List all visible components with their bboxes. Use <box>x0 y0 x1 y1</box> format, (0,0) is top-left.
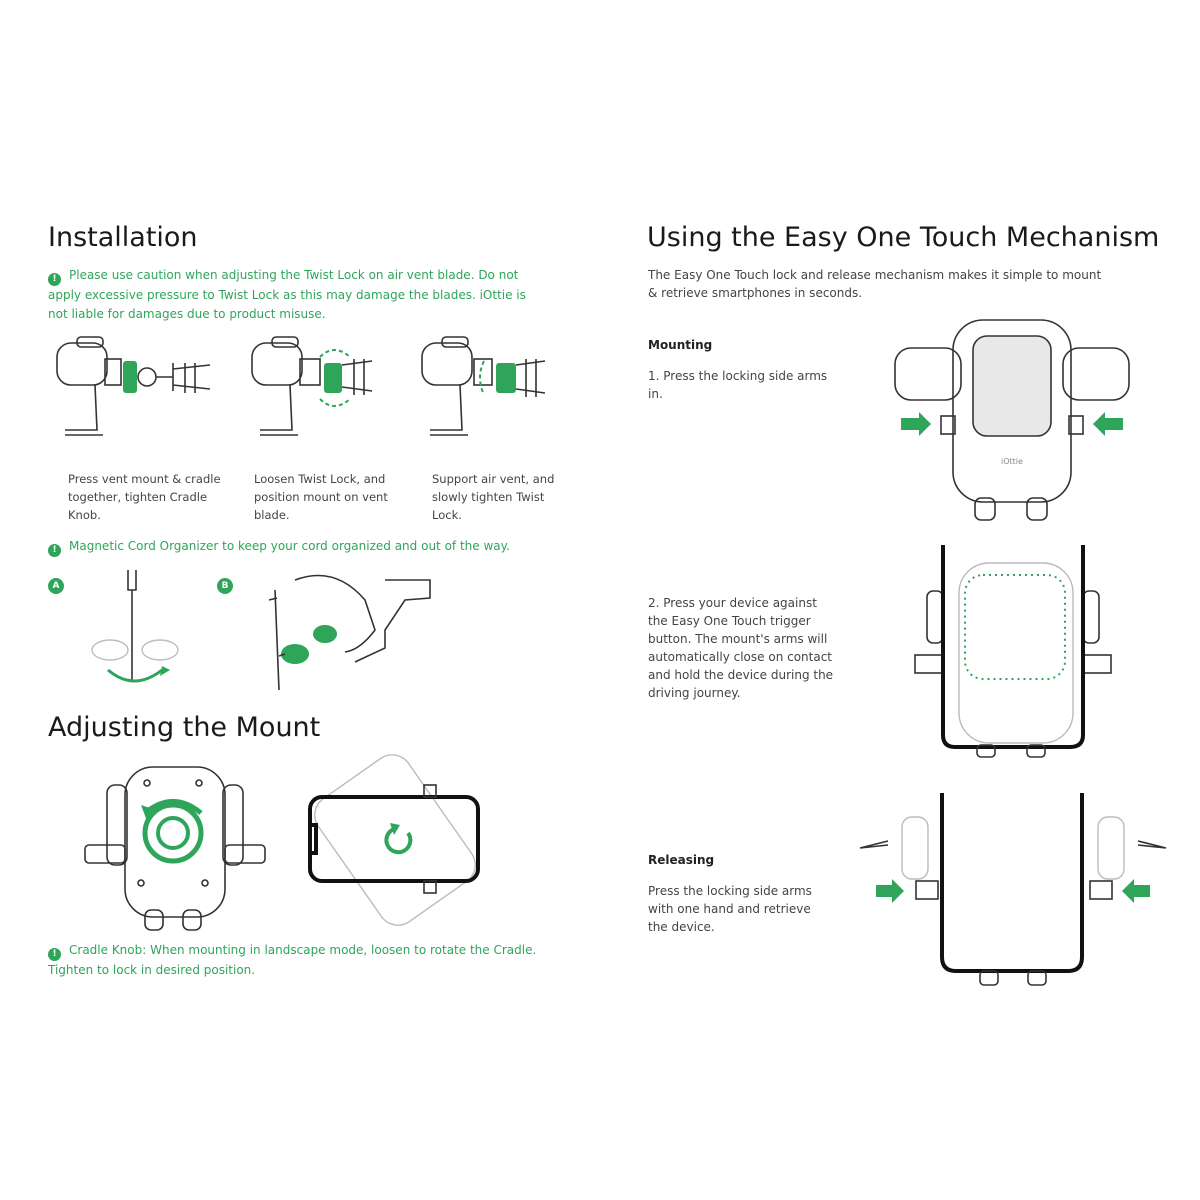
brand-mark: iOttie <box>1001 457 1023 466</box>
mount-phone-inserted-illustration <box>914 545 1112 758</box>
release-phone-illustration <box>859 793 1167 986</box>
cord-organizer-note: ! Magnetic Cord Organizer to keep your co… <box>48 537 568 557</box>
installation-warning-text: Please use caution when adjusting the Tw… <box>48 268 526 321</box>
cord-organizer-a-illustration <box>91 570 179 683</box>
info-icon: ! <box>48 544 61 557</box>
cradle-knob-illustration <box>84 766 266 931</box>
badge-b: B <box>217 578 233 594</box>
mount-press-arms-illustration: iOttie <box>894 319 1130 521</box>
mounting-step2: 2. Press your device against the Easy On… <box>648 596 834 700</box>
easy-one-touch-intro: The Easy One Touch lock and release mech… <box>648 268 1102 300</box>
step2-illustration <box>251 336 373 436</box>
cord-organizer-text: Magnetic Cord Organizer to keep your cor… <box>69 539 510 553</box>
step2-caption: Loosen Twist Lock, and position mount on… <box>254 472 388 522</box>
step3-illustration <box>421 336 546 436</box>
info-icon: ! <box>48 948 61 961</box>
landscape-rotation-illustration <box>308 754 480 926</box>
step3-caption: Support air vent, and slowly tighten Twi… <box>432 472 555 522</box>
step1-caption: Press vent mount & cradle together, tigh… <box>68 472 221 522</box>
mounting-step1: 1. Press the locking side arms in. <box>648 369 828 401</box>
installation-warning: !Please use caution when adjusting the T… <box>48 266 548 324</box>
adjusting-note-text: Cradle Knob: When mounting in landscape … <box>48 943 537 977</box>
releasing-heading: Releasing <box>648 853 715 867</box>
step1-illustration <box>56 336 211 436</box>
adjusting-note: !Cradle Knob: When mounting in landscape… <box>48 941 548 980</box>
mounting-heading: Mounting <box>648 338 713 352</box>
cord-organizer-b-illustration <box>268 574 431 691</box>
badge-a: A <box>48 578 64 594</box>
releasing-text: Press the locking side arms with one han… <box>648 884 812 934</box>
easy-one-touch-title: Using the Easy One Touch Mechanism <box>647 222 1160 253</box>
warning-icon: ! <box>48 273 61 286</box>
installation-title: Installation <box>48 222 198 253</box>
adjusting-title: Adjusting the Mount <box>48 712 321 743</box>
